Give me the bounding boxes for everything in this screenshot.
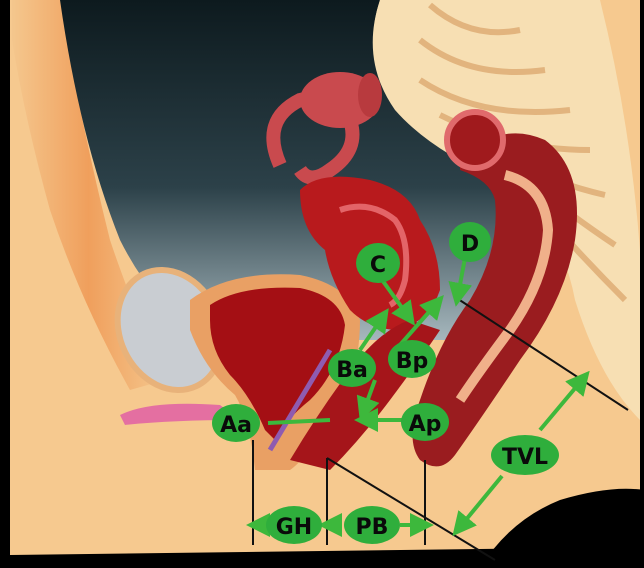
label-ba-text: Ba: [336, 358, 368, 383]
label-aa: Aa: [212, 404, 260, 442]
label-gh-text: GH: [276, 515, 312, 540]
rectum-loop: [447, 112, 503, 168]
label-pb-text: PB: [356, 515, 389, 540]
label-pb: PB: [344, 506, 400, 544]
label-gh: GH: [266, 506, 322, 544]
label-c: C: [356, 243, 400, 283]
label-d-text: D: [461, 232, 479, 257]
label-tvl-text: TVL: [502, 445, 548, 470]
label-c-text: C: [370, 253, 386, 278]
label-ap-text: Ap: [409, 412, 442, 437]
label-ba: Ba: [328, 349, 376, 387]
label-d: D: [449, 222, 491, 262]
label-aa-text: Aa: [220, 413, 252, 438]
label-bp-text: Bp: [396, 349, 429, 374]
label-ap: Ap: [401, 403, 449, 441]
label-tvl: TVL: [491, 435, 559, 475]
label-bp: Bp: [388, 340, 436, 378]
